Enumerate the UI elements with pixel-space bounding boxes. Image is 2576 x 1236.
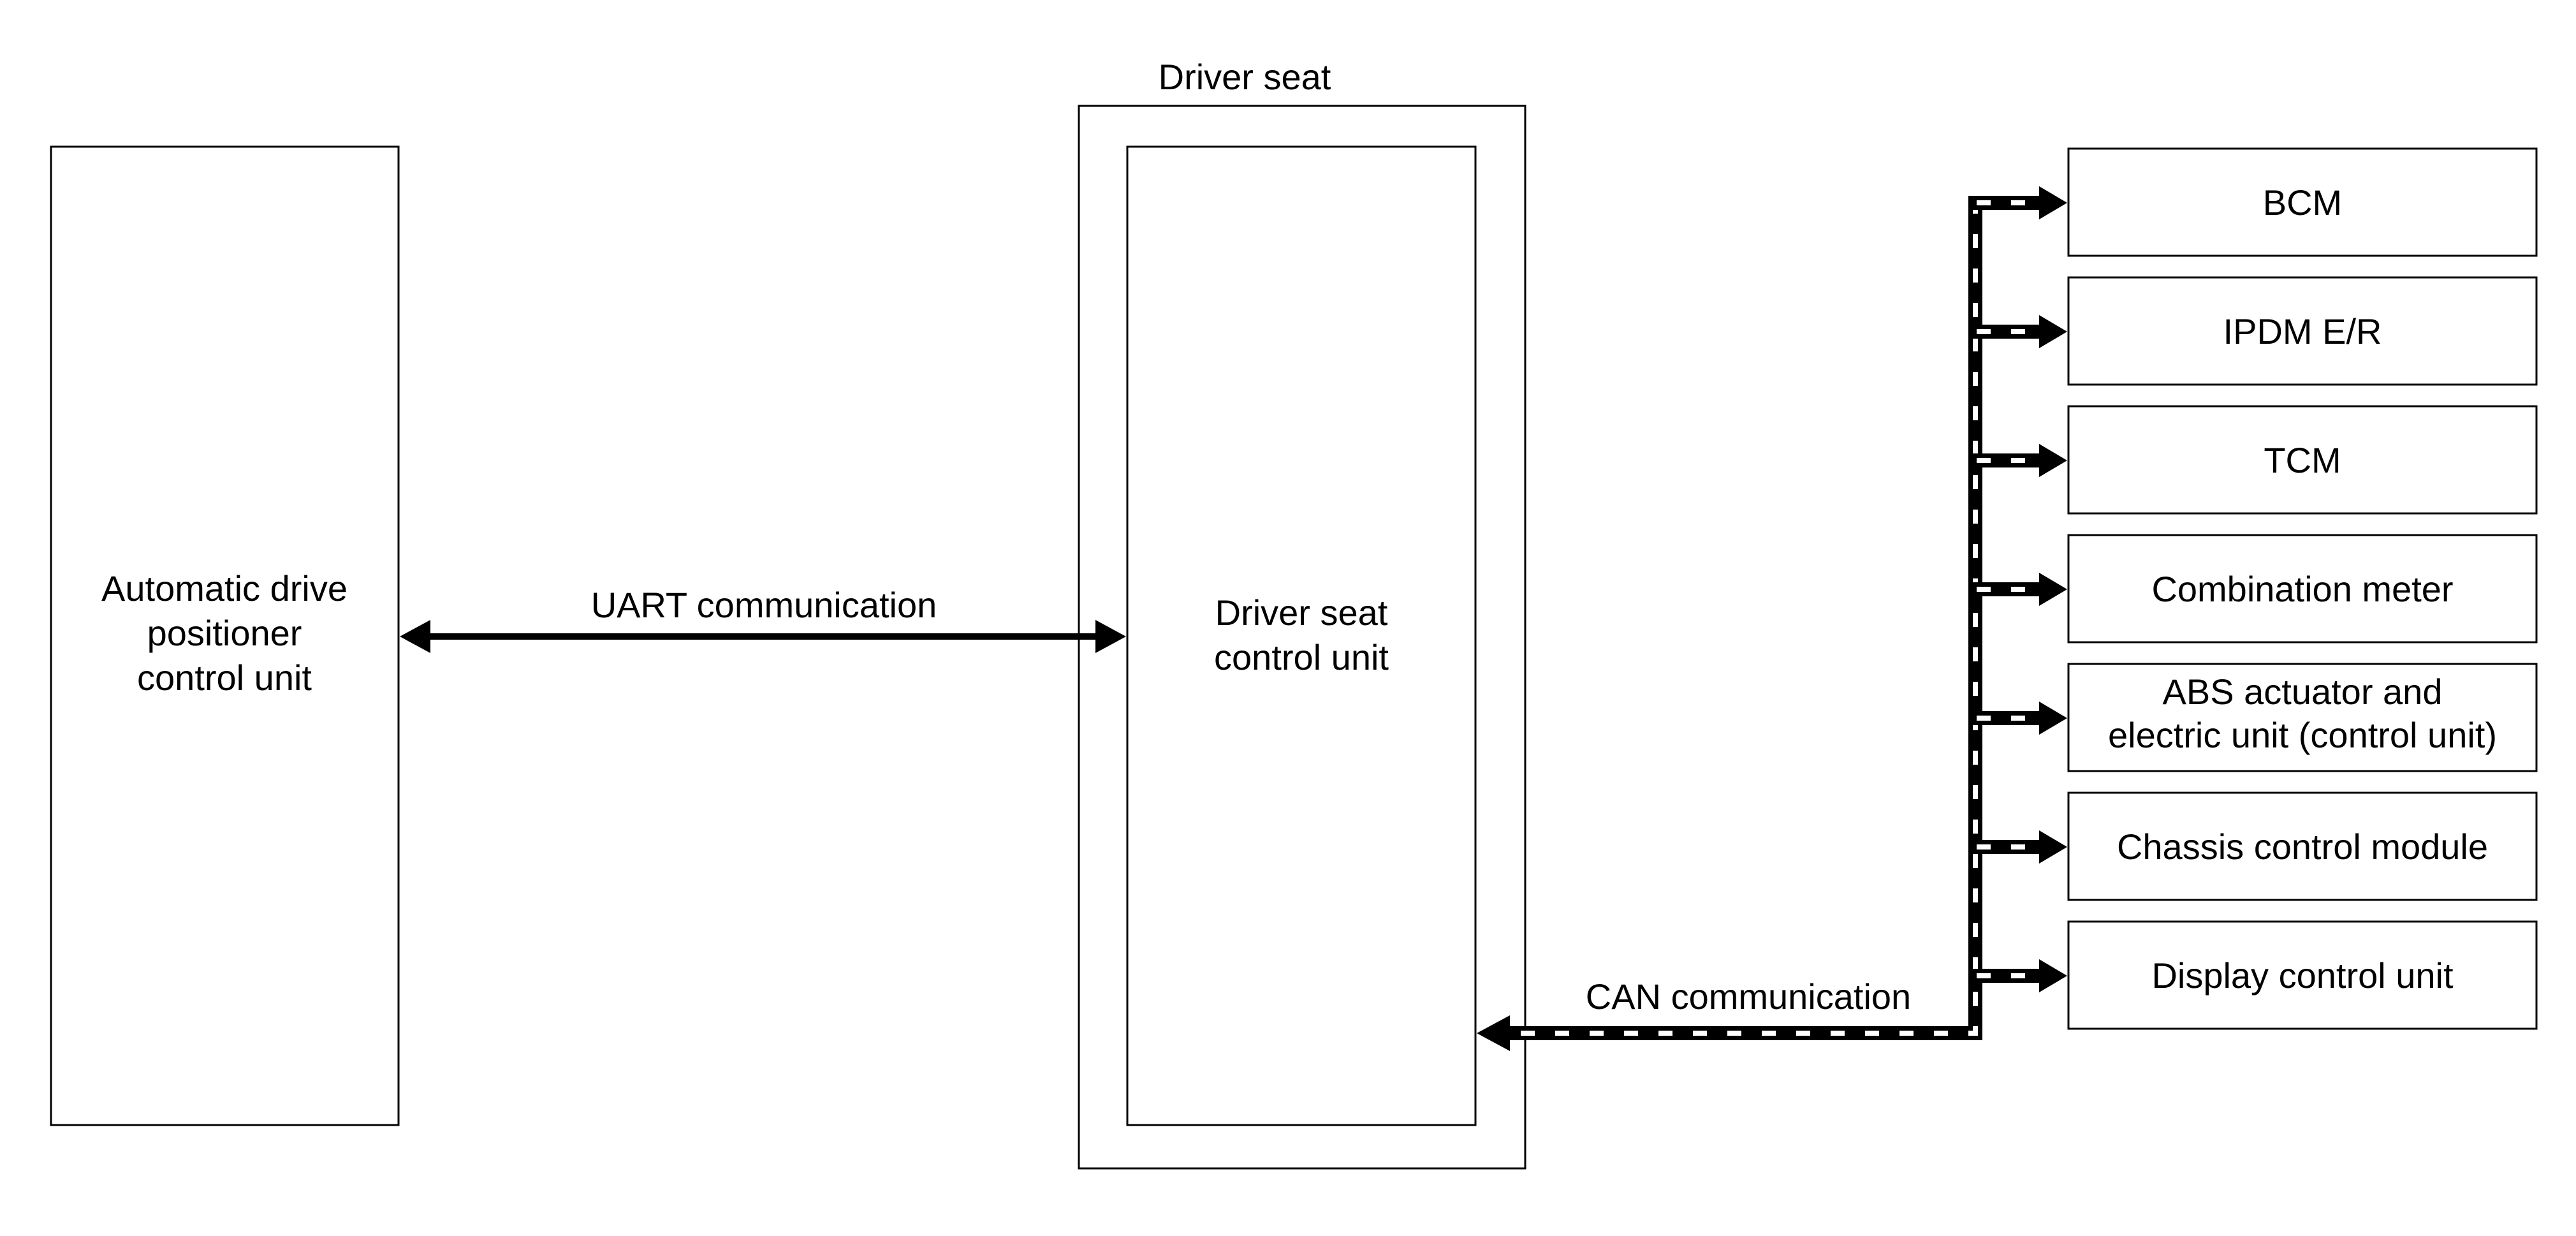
can-node-ipdm-er: IPDM E/R — [2067, 276, 2538, 386]
can-arrow-to-seat-unit — [1477, 1015, 1510, 1051]
can-trunk — [1509, 200, 1982, 1040]
auto-positioner-unit: Automatic drive positioner control unit — [50, 145, 400, 1126]
can-node-abs-actuator-label-line-2: electric unit (control unit) — [2108, 715, 2497, 755]
can-arrow-ipdm — [2039, 315, 2067, 348]
can-node-bcm: BCM — [2067, 147, 2538, 257]
can-label: CAN communication — [1586, 976, 1911, 1017]
driver-seat-control-unit: Driver seat control unit — [1126, 145, 1477, 1126]
uart-arrow-left — [400, 620, 430, 653]
can-node-chassis-control-module: Chassis control module — [2067, 791, 2538, 901]
can-node-abs-actuator-label-line-1: ABS actuator and — [2163, 672, 2443, 712]
can-node-ipdm-er-label: IPDM E/R — [2223, 311, 2382, 351]
can-node-abs-actuator: ABS actuator and electric unit (control … — [2067, 663, 2538, 772]
uart-link: UART communication — [400, 585, 1126, 653]
can-arrow-chassis — [2039, 830, 2067, 864]
can-node-bcm-label: BCM — [2263, 182, 2342, 223]
auto-positioner-label-line-3: control unit — [137, 658, 312, 698]
auto-positioner-label-line-2: positioner — [147, 613, 302, 653]
can-bus: CAN communication — [1477, 186, 2067, 1051]
uart-label: UART communication — [591, 585, 937, 625]
can-arrow-bcm — [2039, 186, 2067, 219]
driver-seat-unit-label-line-1: Driver seat — [1215, 592, 1388, 633]
can-node-combination-meter-label: Combination meter — [2151, 569, 2453, 609]
can-node-tcm-label: TCM — [2264, 440, 2341, 480]
can-node-combination-meter: Combination meter — [2067, 534, 2538, 644]
can-trunk-dashes — [1509, 200, 1978, 1036]
uart-arrow-right — [1095, 620, 1126, 653]
auto-positioner-label-line-1: Automatic drive — [101, 568, 348, 608]
can-node-display-control-unit-label: Display control unit — [2151, 955, 2454, 996]
can-node-tcm: TCM — [2067, 405, 2538, 515]
driver-seat-frame-label: Driver seat — [1159, 57, 1331, 97]
can-node-display-control-unit: Display control unit — [2067, 920, 2538, 1030]
driver-seat-unit-label-line-2: control unit — [1214, 637, 1389, 677]
can-node-chassis-control-module-label: Chassis control module — [2117, 827, 2488, 867]
can-arrow-abs — [2039, 702, 2067, 735]
can-arrow-tcm — [2039, 444, 2067, 477]
can-arrow-display — [2039, 959, 2067, 992]
can-arrow-meter — [2039, 573, 2067, 606]
